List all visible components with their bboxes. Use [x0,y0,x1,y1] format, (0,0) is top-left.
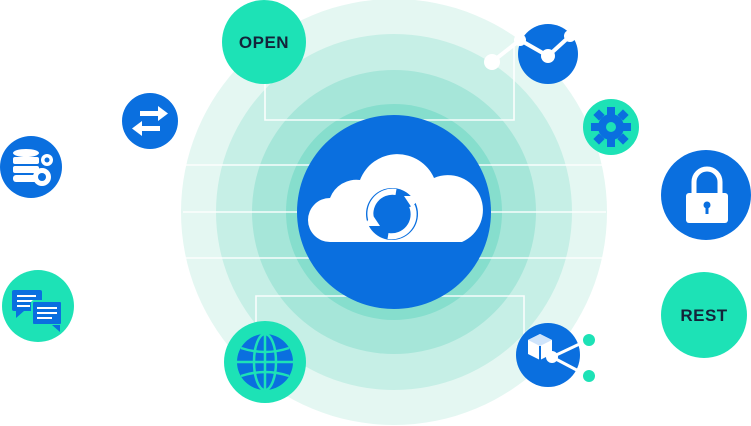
padlock-icon [686,166,728,223]
messages-node[interactable] [2,270,74,342]
rest-badge-circle [661,272,747,358]
cloud-sync-icon [308,154,483,242]
line-chart-icon [484,30,576,70]
gear-icon [591,107,631,147]
transfer-node[interactable] [122,93,178,149]
cloud-sync-hub[interactable] [297,115,491,309]
open-label: OPEN [239,33,289,52]
database-node[interactable] [0,136,62,198]
open-badge[interactable]: OPEN [222,0,306,84]
security-node[interactable] [661,150,751,240]
open-badge-circle [222,0,306,84]
rest-badge[interactable]: REST [661,272,747,358]
modules-node[interactable] [516,323,595,387]
web-node[interactable] [224,321,306,403]
swap-arrows-icon [132,106,168,136]
transfer-circle [122,93,178,149]
settings-node[interactable] [583,99,639,155]
database-gear-icon [13,149,53,186]
rest-label: REST [680,306,727,325]
cube-network-icon [528,334,595,382]
chat-bubbles-icon [12,290,63,332]
globe-icon [237,332,293,392]
analytics-node[interactable] [484,24,578,84]
